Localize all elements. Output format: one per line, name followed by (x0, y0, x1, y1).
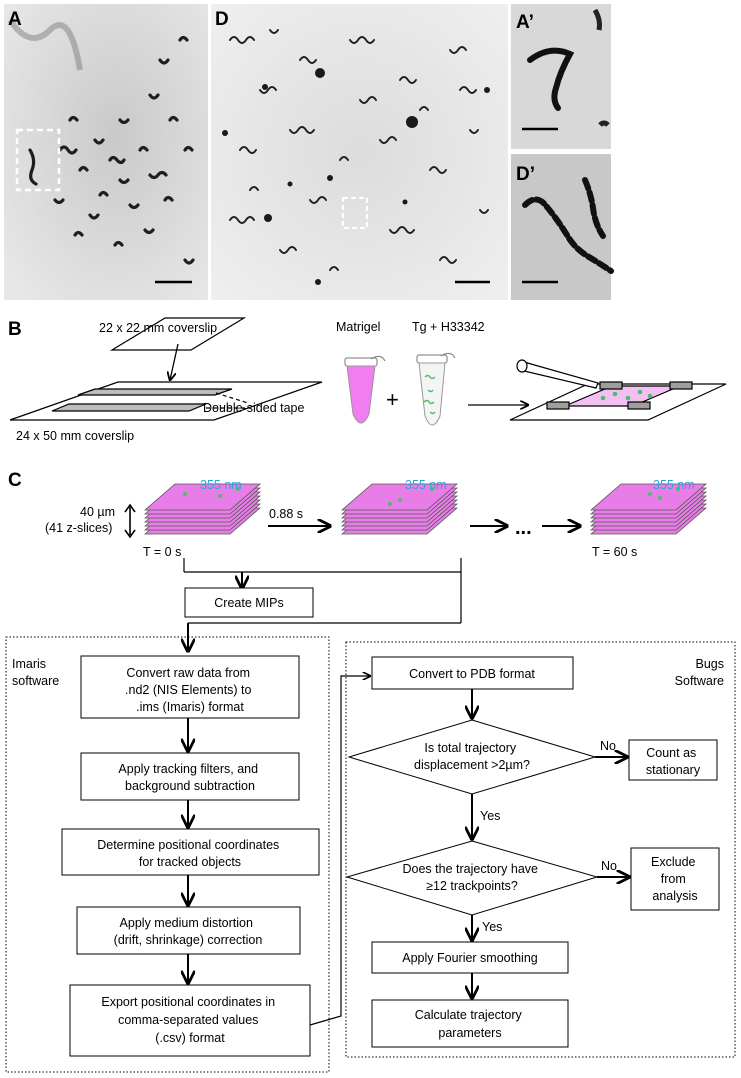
label-wavelength-3: 355 nm (653, 478, 695, 492)
bugs-software-container (345, 641, 736, 1058)
label-t-start: T = 0 s (143, 545, 181, 559)
label-wavelength-1: 355 nm (200, 478, 242, 492)
decision-displacement (347, 719, 597, 795)
create-mips-box (184, 587, 314, 618)
micrograph-d-prime (511, 154, 614, 300)
panel-letter-c: C (8, 470, 22, 491)
stationary-text: Count as stationary (646, 746, 701, 777)
imaris-step-export (69, 984, 311, 1057)
label-bugs-2: Software (675, 674, 724, 688)
exclude-box (630, 847, 720, 911)
panel-letter-a: A (8, 9, 22, 30)
label-no-2: No (601, 859, 617, 873)
pipette-chamber (509, 359, 727, 421)
bugs-step-calculate (371, 999, 569, 1048)
bugs-step-pdb-text: Convert to PDB format (409, 667, 535, 681)
tube-matrigel (344, 355, 386, 424)
label-slices: (41 z-slices) (45, 521, 112, 535)
label-matrigel: Matrigel (336, 320, 380, 334)
image-stack-t60 (589, 483, 708, 535)
label-create-mips: Create MIPs (214, 596, 283, 610)
tape-strip (77, 388, 233, 396)
stationary-box (628, 739, 718, 781)
exclude-text: Exclude from analysis (651, 855, 699, 903)
bugs-step-fourier (371, 941, 569, 974)
label-plus: + (386, 387, 399, 412)
label-yes-1: Yes (480, 809, 500, 823)
tube-tg-h33342 (416, 352, 456, 426)
bugs-step-pdb (371, 656, 574, 690)
label-yes-2: Yes (482, 920, 502, 934)
panel-letter-a-prime: A’ (516, 12, 534, 33)
label-tape: Double-sided tape (203, 401, 305, 415)
imaris-step-tracking (80, 752, 300, 801)
depth-bracket (124, 503, 136, 539)
merge-connector (183, 558, 462, 624)
micrograph-a-prime (511, 4, 611, 149)
imaris-step-convert (80, 655, 300, 719)
connector-export-to-pdb (309, 676, 370, 1026)
label-bottom-coverslip: 24 x 50 mm coverslip (16, 429, 134, 443)
label-no-1: No (600, 739, 616, 753)
bugs-step-calculate-text: Calculate trajectory parameters (415, 1008, 525, 1040)
decision-trackpoints-text: Does the trajectory have ≥12 trackpoints… (403, 862, 542, 893)
imaris-step-distortion (76, 906, 301, 955)
imaris-step-export-text: Export positional coordinates in comma-s… (101, 995, 278, 1045)
label-interval: 0.88 s (269, 507, 303, 521)
image-stack-mid (340, 483, 459, 535)
label-imaris-1: Imaris (12, 657, 46, 671)
top-coverslip (109, 317, 247, 351)
imaris-step-convert-text: Convert raw data from .nd2 (NIS Elements… (125, 666, 255, 714)
panel-letter-d-prime: D’ (516, 164, 535, 185)
tape-strip (51, 403, 207, 412)
panel-letter-b: B (8, 319, 22, 340)
decision-displacement-text: Is total trajectory displacement >2µm? (414, 741, 530, 772)
imaris-software-container (5, 636, 330, 1073)
label-top-coverslip: 22 x 22 mm coverslip (99, 321, 217, 335)
micrograph-a (4, 4, 208, 300)
imaris-step-distortion-text: Apply medium distortion (drift, shrinkag… (114, 916, 263, 947)
imaris-step-coordinates (61, 828, 320, 876)
imaris-step-tracking-text: Apply tracking filters, and background s… (118, 762, 261, 793)
label-imaris-2: software (12, 674, 59, 688)
decision-trackpoints (345, 840, 599, 916)
label-bugs-1: Bugs (696, 657, 725, 671)
micrograph-d (211, 4, 508, 300)
label-ellipsis: ... (515, 517, 532, 539)
image-stack-t0 (143, 483, 262, 535)
label-depth: 40 µm (80, 505, 115, 519)
panel-letter-d: D (215, 9, 229, 30)
imaris-step-coordinates-text: Determine positional coordinates for tra… (97, 838, 283, 869)
label-wavelength-2: 355 nm (405, 478, 447, 492)
label-tg-h33342: Tg + H33342 (412, 320, 485, 334)
label-t-end: T = 60 s (592, 545, 637, 559)
coverslip-assembly (9, 317, 323, 421)
bugs-step-fourier-text: Apply Fourier smoothing (402, 951, 538, 965)
